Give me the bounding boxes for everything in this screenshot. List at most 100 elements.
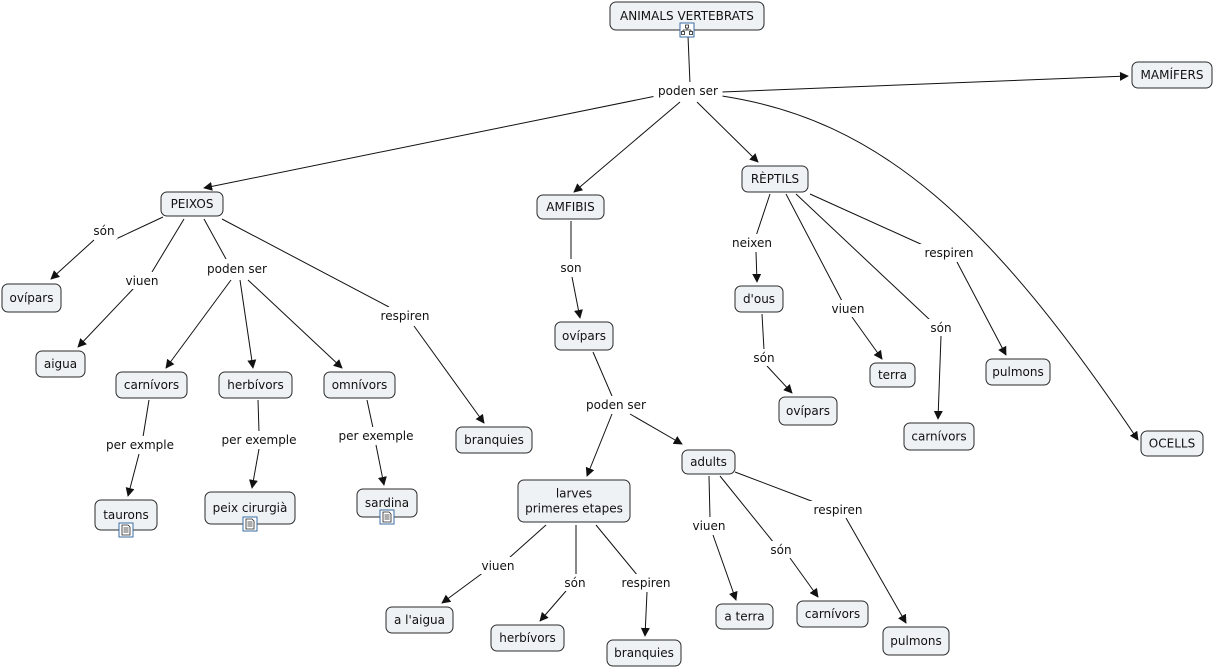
concept-node-larv-branquies[interactable]: branquies — [606, 639, 682, 667]
document-icon[interactable] — [242, 516, 258, 532]
concept-node-adult-pulmons[interactable]: pulmons — [882, 626, 950, 656]
connector-line — [77, 287, 135, 348]
link-phrase-text: són — [753, 351, 774, 365]
connector-line — [933, 335, 943, 420]
concept-node-carnivors[interactable]: carnívors — [115, 371, 188, 399]
connector-line — [766, 365, 793, 394]
link-phrase[interactable]: respiren — [807, 501, 869, 518]
connector-line — [441, 571, 485, 604]
connector-line — [719, 475, 775, 544]
link-phrase[interactable]: viuen — [477, 557, 519, 574]
link-phrase[interactable]: poden ser — [581, 396, 651, 413]
link-phrase-text: viuen — [692, 519, 725, 533]
connector-line — [712, 534, 738, 601]
concept-node-adults[interactable]: adults — [681, 449, 736, 475]
concept-node-rept-pulmons[interactable]: pulmons — [985, 358, 1051, 386]
concept-label: terra — [878, 368, 907, 382]
link-phrase-text: són — [770, 543, 791, 557]
concept-node-reptils[interactable]: RÈPTILS — [741, 165, 809, 193]
link-phrase[interactable]: respiren — [918, 244, 980, 261]
concept-node-amfibis[interactable]: AMFIBIS — [536, 194, 605, 220]
concept-node-a-terra[interactable]: a terra — [715, 603, 774, 630]
link-phrase[interactable]: per exemple — [217, 431, 301, 448]
concept-node-adult-carnivors[interactable]: carnívors — [796, 600, 869, 628]
concept-node-peix-aigua[interactable]: aigua — [35, 350, 86, 378]
link-phrase[interactable]: respiren — [615, 574, 677, 591]
connector-line — [809, 193, 926, 247]
connector-line — [755, 193, 771, 237]
concept-label: aigua — [44, 357, 77, 371]
connector-line — [696, 101, 759, 163]
connector-line — [795, 193, 931, 321]
link-phrase[interactable]: poden ser — [202, 260, 272, 277]
link-phrase[interactable]: viuen — [121, 272, 163, 289]
concept-node-branquies-peix[interactable]: branquies — [455, 426, 533, 454]
concept-label: ovípars — [562, 329, 606, 343]
link-phrase-text: per exemple — [338, 429, 413, 443]
connector-line — [595, 524, 639, 577]
link-phrase-text: poden ser — [658, 84, 718, 98]
link-phrase[interactable]: són — [927, 319, 955, 336]
concept-label: branquies — [464, 433, 524, 447]
connector-line — [257, 399, 260, 433]
link-phrase[interactable]: són — [767, 541, 795, 558]
document-icon[interactable] — [379, 509, 395, 525]
link-phrase[interactable]: són — [561, 574, 589, 591]
link-phrase[interactable]: son — [557, 259, 585, 276]
document-icon[interactable] — [118, 522, 134, 538]
connector-line — [592, 351, 613, 397]
link-phrase-text: són — [93, 224, 114, 238]
submap-icon[interactable] — [679, 22, 695, 38]
concept-label: omnívors — [332, 378, 388, 392]
concept-node-amf-ovipars[interactable]: ovípars — [554, 321, 614, 351]
link-phrase[interactable]: poden ser — [653, 82, 723, 99]
concept-label: carnívors — [805, 607, 860, 621]
concept-label: pulmons — [992, 365, 1043, 379]
connector-line — [508, 524, 547, 559]
link-phrase[interactable]: respiren — [374, 307, 436, 324]
concept-label: carnívors — [124, 378, 179, 392]
concept-node-herbivors[interactable]: herbívors — [218, 371, 293, 399]
concept-node-omnivors[interactable]: omnívors — [323, 371, 396, 399]
concept-node-peixos[interactable]: PEIXOS — [160, 191, 224, 217]
concept-node-sardina[interactable]: sardina — [356, 488, 418, 518]
concept-label: peix cirurgià — [213, 501, 288, 515]
concept-node-peix-cirurgia[interactable]: peix cirurgià — [204, 491, 296, 525]
link-phrase[interactable]: per exemple — [334, 427, 418, 444]
concept-node-peix-ovipars[interactable]: ovípars — [1, 283, 62, 313]
concept-node-a-laigua[interactable]: a l'aigua — [385, 606, 454, 634]
concept-node-ocells[interactable]: OCELLS — [1140, 430, 1204, 457]
link-phrase[interactable]: són — [90, 222, 118, 239]
link-phrase-text: respiren — [381, 309, 430, 323]
connector-line — [789, 557, 819, 598]
concept-label: pulmons — [890, 634, 941, 648]
concept-node-root[interactable]: ANIMALS VERTEBRATS — [609, 1, 765, 31]
link-phrase-text: viuen — [831, 302, 864, 316]
connector-line — [375, 444, 387, 486]
link-phrase[interactable]: per exmple — [102, 436, 178, 453]
link-phrase[interactable]: neixen — [728, 234, 776, 251]
connector-line — [539, 590, 567, 622]
concept-label: branquies — [614, 646, 674, 660]
link-phrase[interactable]: viuen — [688, 517, 730, 534]
concept-label: a l'aigua — [394, 613, 445, 627]
connector-line — [845, 517, 907, 624]
connector-line — [366, 399, 374, 429]
link-phrase-text: neixen — [732, 236, 772, 250]
concept-node-mamifers[interactable]: MAMÍFERS — [1131, 61, 1213, 89]
concept-node-rept-carnivors[interactable]: carnívors — [903, 422, 975, 451]
connector-line — [203, 95, 657, 191]
link-phrase[interactable]: són — [750, 349, 778, 366]
concept-node-larv-herbivors[interactable]: herbívors — [490, 624, 565, 652]
concept-label: carnívors — [911, 430, 966, 444]
link-phrase[interactable]: viuen — [827, 300, 869, 317]
concept-node-rept-ovipars[interactable]: ovípars — [778, 396, 838, 426]
concept-node-dous[interactable]: d'ous — [734, 285, 784, 313]
concept-node-terra[interactable]: terra — [869, 362, 916, 388]
connector-line — [165, 279, 232, 369]
link-phrase-text: respiren — [622, 576, 671, 590]
concept-label: a terra — [724, 610, 764, 624]
concept-node-taurons[interactable]: taurons — [94, 499, 158, 531]
concept-label: OCELLS — [1149, 437, 1195, 451]
